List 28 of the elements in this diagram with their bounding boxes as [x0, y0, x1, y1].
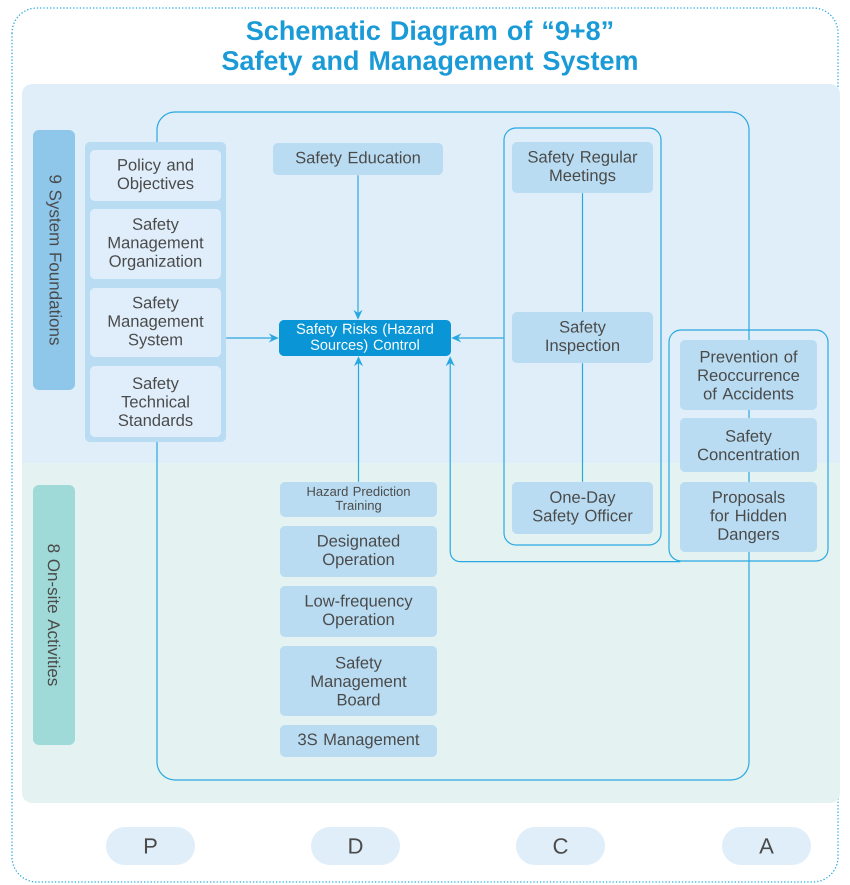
- connector-line: [582, 363, 584, 482]
- process-box: Prevention of Reoccurrence of Accidents: [680, 340, 817, 410]
- phase-pill: D: [311, 827, 400, 865]
- process-box: Safety Management System: [90, 288, 221, 357]
- process-box: Safety Technical Standards: [90, 366, 221, 437]
- phase-pill: P: [106, 827, 195, 865]
- band-label: 9 System Foundations: [33, 130, 75, 390]
- group-outline: [503, 127, 662, 546]
- process-box: Low-frequency Operation: [280, 586, 437, 637]
- connector-line: [582, 193, 584, 312]
- phase-pill: C: [516, 827, 605, 865]
- process-box: Designated Operation: [280, 526, 437, 577]
- process-box: Safety Concentration: [680, 418, 817, 472]
- process-box: Safety Management Organization: [90, 209, 221, 279]
- process-box: Safety Regular Meetings: [512, 142, 653, 193]
- process-box: Safety Inspection: [512, 312, 653, 363]
- process-box: Hazard Prediction Training: [280, 482, 437, 517]
- process-box: Safety Management Board: [280, 646, 437, 716]
- control-box: Safety Risks (Hazard Sources) Control: [279, 320, 451, 356]
- band-label: 8 On-site Activities: [33, 485, 75, 745]
- title: Schematic Diagram of “9+8” Safety and Management System: [222, 20, 637, 76]
- process-box: Safety Education: [273, 143, 443, 175]
- process-box: Proposals for Hidden Dangers: [680, 482, 817, 552]
- phase-pill: A: [722, 827, 811, 865]
- process-box: One-Day Safety Officer: [512, 482, 653, 534]
- group-outline: [668, 329, 829, 562]
- process-box: 3S Management: [280, 725, 437, 757]
- process-box: Policy and Objectives: [90, 150, 221, 201]
